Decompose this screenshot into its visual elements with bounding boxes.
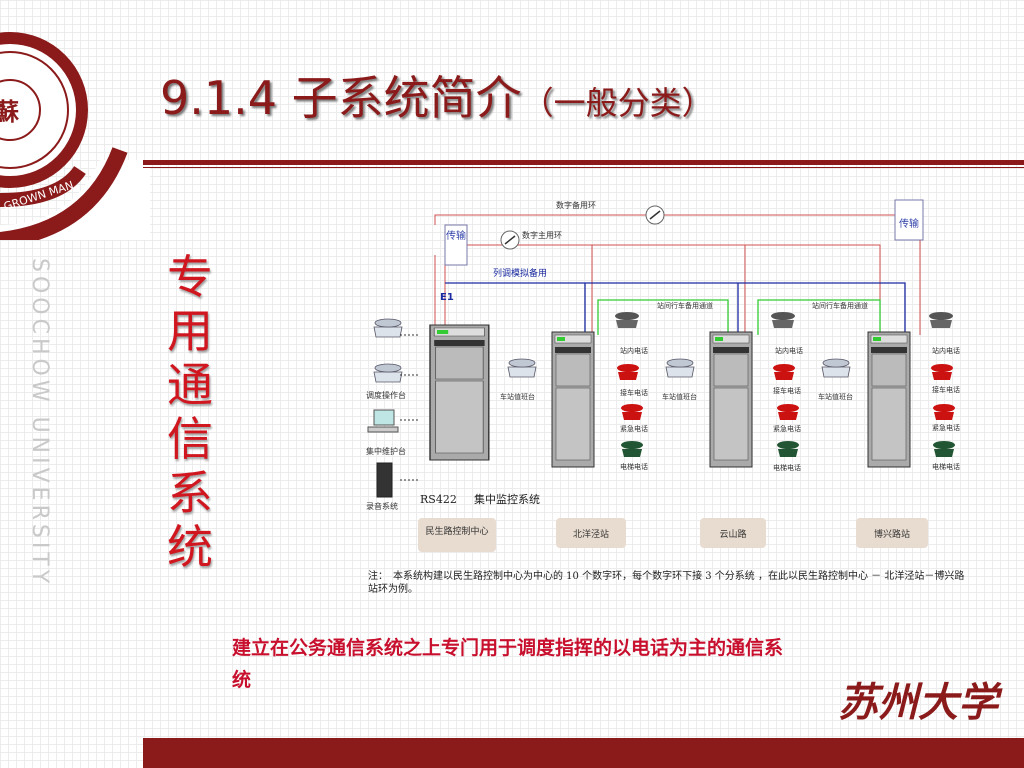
station-phone-icon: [929, 312, 953, 328]
station-box-yunshan: [700, 518, 766, 548]
station-box-beiyangjing: [556, 518, 626, 548]
university-logo: 蘇 GROWN MAN: [0, 32, 150, 240]
label-phone: 接车电话: [773, 386, 801, 395]
label-station-beiyangjing: 北洋泾站: [573, 528, 609, 540]
receive-phone-icon: [773, 364, 795, 380]
calligraphy-text: 苏州大学: [838, 679, 1003, 726]
station-cabinet: [551, 331, 595, 468]
title-rule-thin: [143, 167, 1024, 168]
label-phone: 接车电话: [932, 385, 960, 394]
station-phone-icon: [615, 312, 639, 328]
analog-backup-line: [445, 282, 906, 335]
title-rule: [143, 160, 1024, 165]
label-recording-system: 录音系统: [366, 501, 398, 511]
body-text: 建立在公务通信系统之上专门用于调度指挥的以电话为主的通信系统: [232, 637, 784, 691]
vertical-title: 专 用 通 信 系 统: [162, 250, 218, 574]
label-station-boxing: 博兴路站: [874, 528, 910, 540]
label-dispatch-console: 调度操作台: [366, 390, 406, 400]
station-box-boxing: [856, 518, 928, 548]
label-phone: 紧急电话: [773, 424, 801, 433]
label-digital-backup-ring: 数字备用环: [556, 200, 596, 210]
label-central-monitor: 集中监控系统: [474, 492, 540, 506]
label-between-station-2: 站间行车备用通道: [812, 301, 868, 310]
network-diagram: 数字备用环 数字主用环 列调模拟备用 E1 传输 传输 站间行车备用通道 站间行…: [366, 199, 960, 552]
label-digital-main-ring: 数字主用环: [522, 230, 562, 240]
dispatch-phone-icon: [373, 363, 403, 383]
label-rs422: RS422: [420, 493, 457, 506]
vtitle-char: 专: [167, 250, 213, 304]
duty-phone-icon: [665, 358, 695, 378]
station-cabinet: [709, 331, 753, 468]
label-phone: 电梯电话: [773, 463, 801, 472]
university-vertical-text: SOOCHOW UNIVERSITY: [27, 258, 52, 588]
emergency-phone-icon: [933, 404, 955, 420]
dispatch-phone-icon: [373, 318, 403, 338]
station-phone-icon: [771, 312, 795, 328]
transmission-box-left: [444, 224, 468, 266]
duty-phone-icon: [507, 358, 537, 378]
title-sub: （一般分类）: [521, 84, 714, 122]
label-station-control-center: 民生路控制中心: [425, 525, 488, 537]
computer-icon: [373, 409, 395, 426]
page-title: 9.1.4 子系统简介（一般分类）: [160, 62, 714, 128]
control-center-cabinet: [429, 324, 490, 461]
vtitle-char: 系: [167, 466, 213, 520]
label-station-yunshan: 云山路: [719, 528, 746, 540]
label-transmission-left: 传输: [446, 229, 466, 242]
label-transmission-right: 传输: [899, 217, 919, 230]
title-main: 9.1.4 子系统简介: [160, 71, 522, 125]
emergency-phone-icon: [777, 404, 799, 420]
label-station-duty: 车站值班台: [818, 392, 853, 401]
vtitle-char: 用: [167, 304, 213, 358]
label-phone: 站内电话: [620, 346, 648, 355]
receive-phone-icon: [931, 364, 953, 380]
label-e1: E1: [440, 292, 454, 303]
svg-text:蘇: 蘇: [0, 97, 19, 126]
label-phone: 接车电话: [620, 388, 648, 397]
elevator-phone-icon: [621, 441, 643, 457]
receive-phone-icon: [617, 364, 639, 380]
label-analog-backup: 列调模拟备用: [493, 267, 547, 279]
elevator-phone-icon: [933, 441, 955, 457]
station-box-control-center: [418, 518, 496, 552]
label-phone: 紧急电话: [932, 423, 960, 432]
calligraphy-logo: 苏州大学: [838, 679, 1003, 726]
emergency-phone-icon: [621, 404, 643, 420]
label-phone: 电梯电话: [932, 462, 960, 471]
recorder-icon: [376, 462, 393, 498]
label-phone: 紧急电话: [620, 424, 648, 433]
label-phone: 站内电话: [932, 346, 960, 355]
station-cabinet: [867, 331, 911, 468]
between-station-channel-2: [757, 299, 881, 335]
transmission-box-right: [894, 199, 924, 241]
label-station-duty: 车站值班台: [662, 392, 697, 401]
bottom-bar: [143, 738, 1024, 768]
vtitle-char: 信: [167, 412, 213, 466]
vtitle-char: 通: [167, 358, 213, 412]
elevator-phone-icon: [777, 441, 799, 457]
between-station-channel-1: [597, 299, 729, 335]
label-between-station-1: 站间行车备用通道: [657, 301, 713, 310]
label-phone: 电梯电话: [620, 462, 648, 471]
label-phone: 站内电话: [775, 346, 803, 355]
vtitle-char: 统: [167, 520, 213, 574]
diagram-note: 注： 本系统构建以民生路控制中心为中心的 10 个数字环，每个数字环下接 3 个…: [368, 571, 965, 595]
duty-phone-icon: [821, 358, 851, 378]
label-station-duty: 车站值班台: [500, 392, 535, 401]
label-maintenance-console: 集中维护台: [366, 446, 406, 456]
